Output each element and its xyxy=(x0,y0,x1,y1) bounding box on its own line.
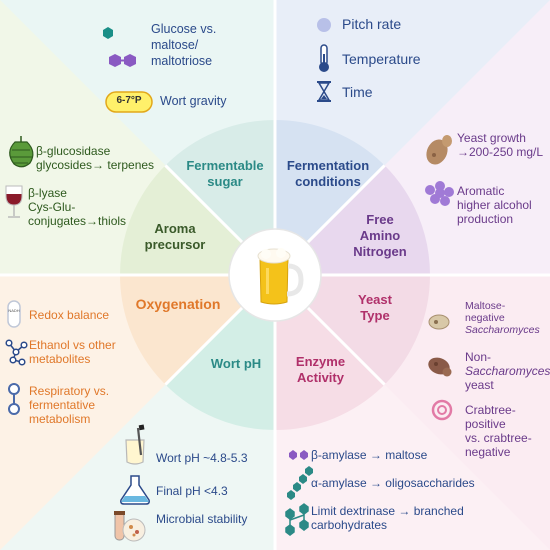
wedge-label-oxygenation: Oxygenation xyxy=(135,296,221,312)
nadh-badge-text: NADH xyxy=(8,308,20,313)
wort-gravity-label: Wort gravity xyxy=(160,94,227,108)
wedge-enzyme-activity xyxy=(275,275,385,430)
wort-ph-range-label: Wort pH ~4.8-5.3 xyxy=(156,451,248,465)
double-ring-icon xyxy=(431,399,453,421)
alpha-amylase-chain-icon xyxy=(287,466,313,500)
respiration-dumbbell-icon xyxy=(8,383,20,415)
molecule-cluster-icon xyxy=(425,181,454,206)
wedge-fermentable-sugar xyxy=(165,120,275,275)
yeast-small-icon xyxy=(428,314,450,330)
hourglass-icon xyxy=(317,81,331,102)
beta-amylase-chain-icon xyxy=(289,450,308,460)
thermometer-icon xyxy=(319,44,329,72)
wedge-aroma-precursor xyxy=(120,165,275,275)
wine-glass-icon xyxy=(5,185,23,218)
temperature-label: Temperature xyxy=(342,51,421,67)
petri-tube-icon xyxy=(114,511,146,542)
final-ph-label: Final pH <4.3 xyxy=(156,484,228,498)
flask-icon xyxy=(120,475,150,505)
wort-gravity-badge-text: 6-7°P xyxy=(116,95,142,106)
yeast-brown-icon xyxy=(428,357,452,377)
beta-amylase-label: β-amylase → maltose xyxy=(311,448,428,462)
yeast-cell-icon xyxy=(426,135,452,165)
maltose-hexagon-pair-icon xyxy=(109,54,136,67)
alpha-amylase-label: α-amylase → oligosaccharides xyxy=(311,476,475,490)
redox-balance-label: Redox balance xyxy=(29,308,110,322)
beer-mug-icon xyxy=(257,248,304,305)
wedge-label-wort-ph: Wort pH xyxy=(210,356,262,371)
wedge-yeast-type xyxy=(275,275,430,385)
glucose-vs-maltose-label: Glucose vs. maltose/ maltotriose xyxy=(151,22,217,68)
microbial-stability-label: Microbial stability xyxy=(156,512,248,526)
nadh-tube-icon xyxy=(7,300,21,328)
pitch-rate-label: Pitch rate xyxy=(342,16,402,32)
branched-chain-icon xyxy=(285,503,309,536)
glucose-hexagon-icon xyxy=(103,27,113,39)
wedge-wort-ph xyxy=(165,275,275,430)
time-label: Time xyxy=(342,84,373,100)
wedge-fermentation-conditions xyxy=(275,120,385,275)
wedge-free-amino-nitrogen xyxy=(275,165,430,275)
fan-item-yeast-growth: Yeast growth→200-250 mg/L xyxy=(457,131,544,159)
pathway-network-icon xyxy=(5,339,28,366)
hop-cone-icon xyxy=(9,136,34,168)
wedge-oxygenation xyxy=(120,275,275,385)
pitch-rate-circle-icon xyxy=(317,18,331,32)
wort-gravity-badge xyxy=(105,91,153,113)
beaker-ph-probe-icon xyxy=(125,424,145,465)
